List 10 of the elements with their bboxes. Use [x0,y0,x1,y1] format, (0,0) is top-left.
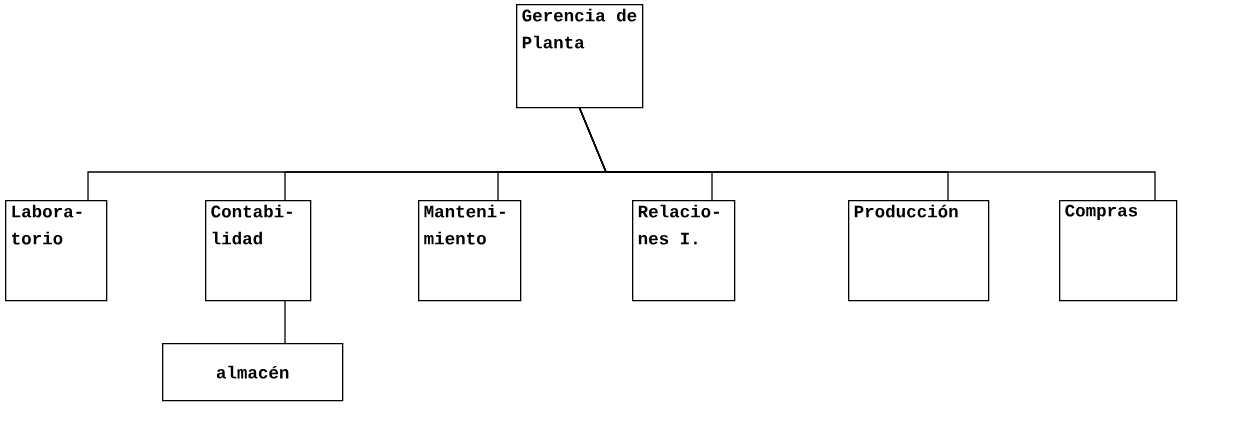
org-box: Compras [1059,200,1178,302]
org-box: Labora- torio [5,200,108,302]
connector-line [284,299,286,344]
org-box: Relacio- nes I. [632,200,736,302]
org-box: almacén [162,343,344,402]
org-box: Manteni- miento [418,200,522,302]
org-box: Contabi- lidad [205,200,312,302]
org-box: Producción [848,200,990,302]
org-box: Gerencia de Planta [516,4,644,109]
connector-line [579,107,1156,201]
